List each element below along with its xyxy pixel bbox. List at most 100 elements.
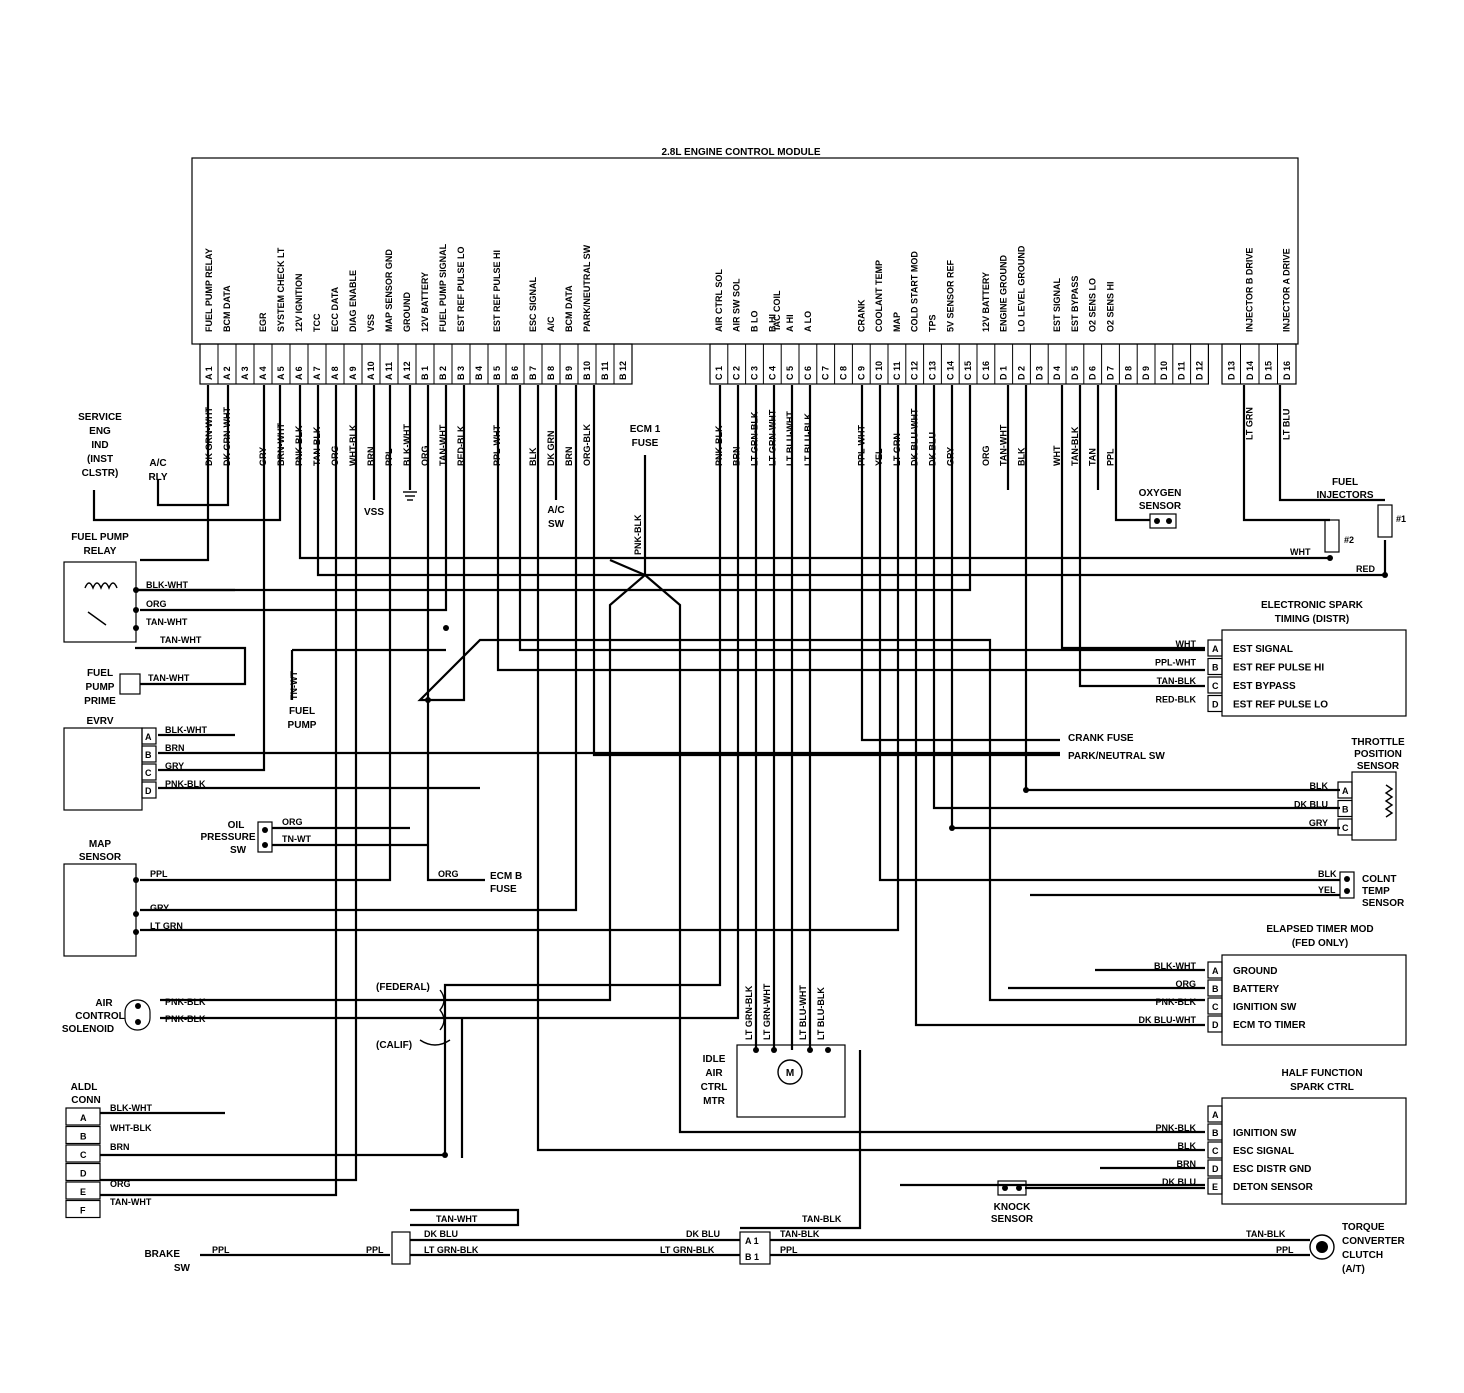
federal-calif-jumpers: (FEDERAL) (CALIF) <box>376 982 464 1158</box>
tps-label-1: POSITION <box>1354 749 1402 760</box>
fuel-pump-relay: FUEL PUMP RELAY BLK-WHT ORG TAN-WHT TAN-… <box>63 532 235 645</box>
iac-wire-2: LT BLU-WHT <box>798 985 808 1040</box>
connector-pin-box <box>1207 1177 1223 1195</box>
wire-color-label: ORG <box>981 445 991 466</box>
brake-wire-4: LT GRN-BLK <box>424 1245 479 1255</box>
iac-label-0: IDLE <box>703 1054 726 1065</box>
connector-function-label: BATTERY <box>1233 984 1279 995</box>
map-label-0: MAP <box>89 839 112 850</box>
ac-relay-label-1: RLY <box>148 472 167 483</box>
bottom-left-1: LT GRN-BLK <box>660 1245 715 1255</box>
aldl-pin-letter: A <box>80 1113 87 1123</box>
pin-label: D 3 <box>1034 366 1044 380</box>
pin-label: C 4 <box>767 366 777 380</box>
wire-color-label: PPL <box>1106 448 1116 466</box>
function-label: ECC DATA <box>330 286 340 332</box>
pin-label: D 6 <box>1088 366 1098 380</box>
ecm1-fuse-label-0: ECM 1 <box>630 424 661 435</box>
connector-pin-box <box>1207 694 1223 713</box>
idle-air-ctrl-motor: IDLE AIR CTRL MTR M LT GRN-BLK LT GRN-WH… <box>701 983 846 1118</box>
evrv-pin-letter: A <box>145 732 152 742</box>
o2-label-0: OXYGEN <box>1139 488 1182 499</box>
connector-function-label: EST BYPASS <box>1233 681 1296 692</box>
tcc-label-0: TORQUE <box>1342 1222 1385 1233</box>
wire-color-label: GRY <box>945 447 955 466</box>
connector-pin-letter: B <box>1212 984 1219 994</box>
inj-label-0: FUEL <box>1332 477 1358 488</box>
vss-label: VSS <box>364 507 384 518</box>
wire-color-label: DK BLU-WHT <box>910 408 920 466</box>
pin-label: C 3 <box>750 366 760 380</box>
pin-label: D 2 <box>1017 366 1027 380</box>
function-label: BCM DATA <box>222 285 232 332</box>
function-label: CRANK <box>856 299 866 332</box>
connector-wire-label: PNK-BLK <box>1156 997 1197 1007</box>
bottom-right-1: PPL <box>780 1245 798 1255</box>
connector-wire-label: BLK <box>1310 781 1329 791</box>
wire-color-label: TAN-BLK <box>1070 426 1080 466</box>
est-label-1: TIMING (DISTR) <box>1275 614 1349 625</box>
pin-label: C 12 <box>910 361 920 380</box>
function-label: COLD START MOD <box>910 251 920 332</box>
connector-wire-label: GRY <box>1309 818 1328 828</box>
oil-label-2: SW <box>230 845 247 856</box>
connector-wire-label: BRN <box>1177 1159 1197 1169</box>
map-wire-1: GRY <box>150 903 169 913</box>
connector-pin-box <box>1207 1123 1223 1141</box>
pin-label: D 10 <box>1159 361 1169 380</box>
tcc-label-3: (A/T) <box>1342 1264 1365 1275</box>
prime-label-1: PUMP <box>86 682 115 693</box>
prime-label-0: FUEL <box>87 668 113 679</box>
aldl-pin-letter: B <box>80 1132 87 1142</box>
service-eng-label-0: SERVICE <box>78 412 122 423</box>
tcc-label-1: CONVERTER <box>1342 1236 1406 1247</box>
wire-color-label: WHT <box>1052 445 1062 466</box>
connector-pin-letter: D <box>1212 1020 1219 1030</box>
pin-label: A 6 <box>294 366 304 380</box>
pin-label: A 1 <box>204 366 214 380</box>
function-label: FUEL PUMP SIGNAL <box>438 243 448 332</box>
connector-pin-box <box>1207 961 1223 979</box>
iac-wire-1: LT GRN-WHT <box>762 983 772 1040</box>
colnt-label-1: TEMP <box>1362 886 1390 897</box>
fuel-pump-prime: FUEL PUMP PRIME TAN-WHT <box>84 668 190 707</box>
knock-sensor: KNOCK SENSOR <box>991 1180 1034 1225</box>
connector-function-label: ESC DISTR GND <box>1233 1164 1311 1175</box>
function-label: EST BYPASS <box>1070 276 1080 332</box>
coolant-temp-sensor: COLNT TEMP SENSOR BLK YEL <box>1030 869 1405 909</box>
ecm-b-fuse: ORG ECM B FUSE <box>438 869 522 895</box>
pin-label: A 12 <box>402 361 412 380</box>
connector-wire-label: BLK <box>1178 1141 1197 1151</box>
prime-label-2: PRIME <box>84 696 116 707</box>
function-label: COOLANT TEMP <box>874 260 884 332</box>
aldl-label-1: CONN <box>71 1095 100 1106</box>
wire-color-label: BRN <box>564 447 574 467</box>
function-label: ENGINE GROUND <box>999 254 1009 332</box>
function-label: INJECTOR B DRIVE <box>1245 248 1255 332</box>
function-label: B HI <box>767 314 777 332</box>
brake-label-0: BRAKE <box>144 1249 180 1260</box>
connector-wire-label: WHT <box>1176 639 1197 649</box>
colnt-label-2: SENSOR <box>1362 898 1405 909</box>
knock-label-0: KNOCK <box>994 1202 1031 1213</box>
inj-wire-0: WHT <box>1290 547 1311 557</box>
oxygen-sensor: OXYGEN SENSOR <box>1139 488 1182 529</box>
pin-label: A 10 <box>366 361 376 380</box>
pin-label: D 15 <box>1263 361 1273 380</box>
brake-wire-3: DK BLU <box>424 1229 458 1239</box>
evrv-wire-1: BRN <box>165 743 185 753</box>
aldl-wire-5: TAN-WHT <box>110 1197 152 1207</box>
connector-pin-letter: C <box>1342 823 1349 833</box>
ecm-b-label-1: FUSE <box>490 884 517 895</box>
wire-color-label: DK GRN <box>546 431 556 467</box>
connector-pin-letter: A <box>1212 1110 1219 1120</box>
wire-color-label: BLK <box>528 447 538 466</box>
function-label: LO LEVEL GROUND <box>1017 245 1027 332</box>
connector-wire-label: RED-BLK <box>1156 695 1197 705</box>
pin-label: C 16 <box>981 361 991 380</box>
ac-relay: A/C RLY <box>148 458 167 483</box>
